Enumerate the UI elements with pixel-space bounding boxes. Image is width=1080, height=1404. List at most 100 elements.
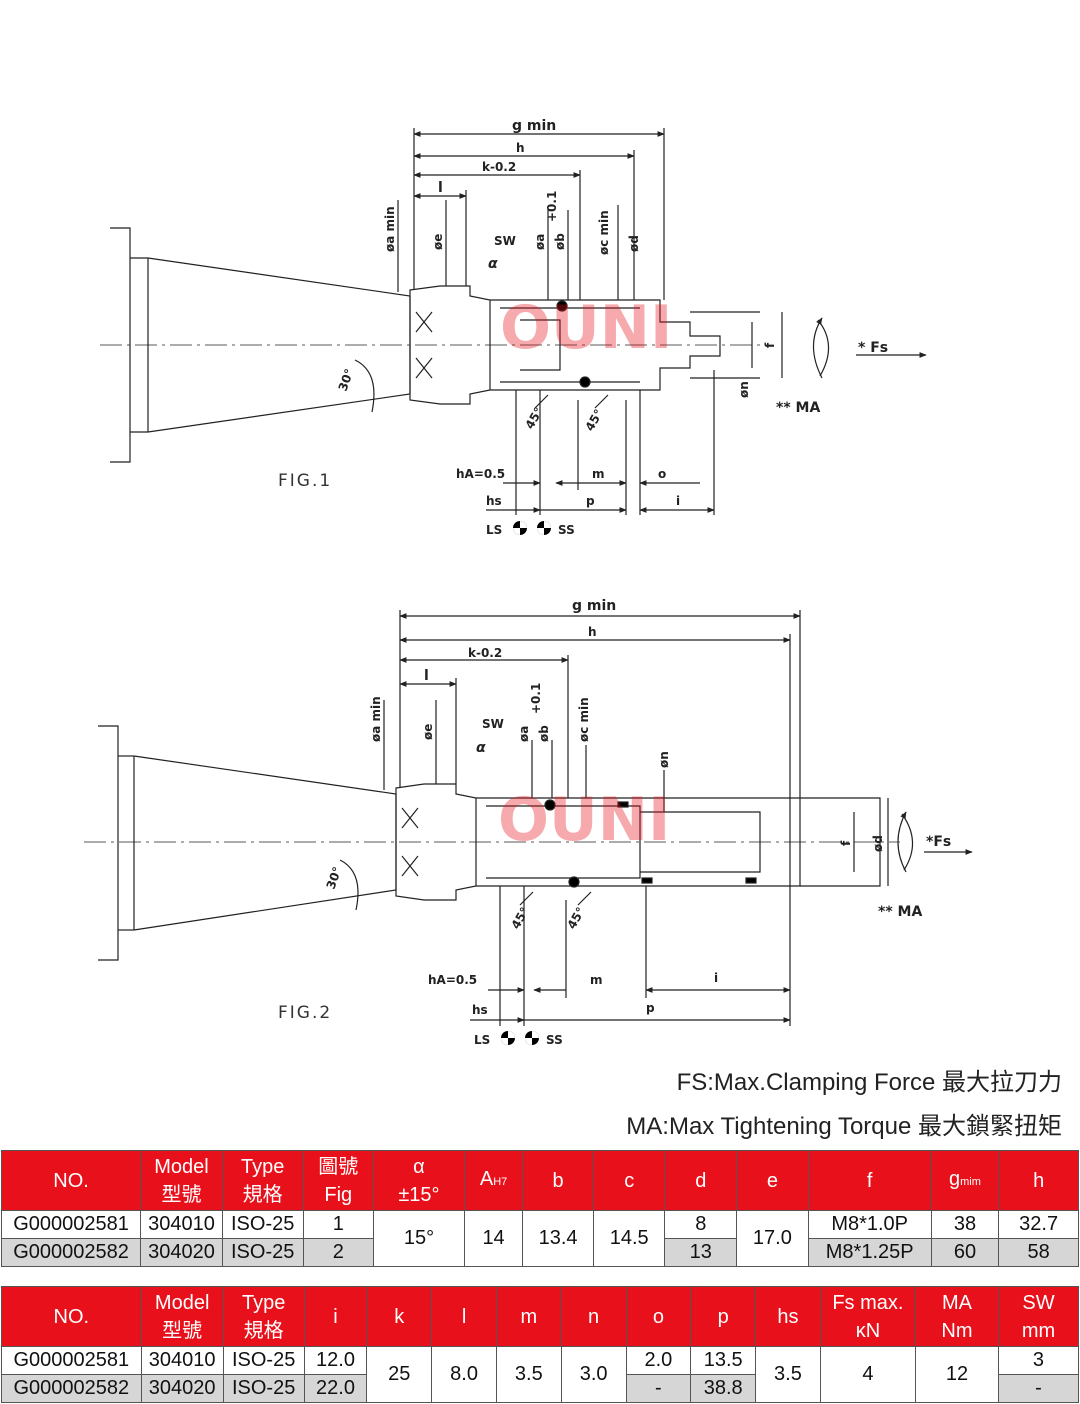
fig2-label-45a: 45° <box>508 905 531 932</box>
fig1-label-f: f <box>763 342 777 348</box>
cell-b: 13.4 <box>522 1210 594 1267</box>
cell-p: 13.5 <box>690 1346 757 1375</box>
fig1-label-h: h <box>516 141 525 155</box>
fig2-watermark: OUNI <box>498 785 670 855</box>
cell-ma: 12 <box>914 1346 999 1403</box>
cell-d: 8 <box>664 1210 738 1239</box>
fig2-label-n: øn <box>657 751 671 768</box>
fig2-label-ma: ** MA <box>878 904 922 920</box>
table-row: G000002582 304020 ISO-25 22.0 - 38.8 - <box>1 1374 1080 1403</box>
th-no: NO. <box>0 1150 142 1211</box>
cell-no: G000002582 <box>1 1374 142 1403</box>
fig1-label-hs: hs <box>486 494 502 508</box>
cell-fig: 2 <box>302 1238 375 1267</box>
cell-o: 2.0 <box>625 1346 692 1375</box>
th-f: f <box>807 1150 932 1211</box>
th-k: k <box>366 1286 433 1347</box>
legend-ma: MA:Max Tightening Torque 最大鎖緊扭矩 <box>626 1113 1062 1140</box>
fig1-label-ls: LS <box>486 523 502 537</box>
fig2-label-45b: 45° <box>564 905 587 932</box>
cell-c: 14.5 <box>592 1210 666 1267</box>
fig2-label-btol: +0.1 <box>529 683 543 714</box>
th-l: l <box>431 1286 497 1347</box>
fig2-label-ha: hA=0.5 <box>428 973 477 987</box>
fig2-label-d: ød <box>871 835 885 852</box>
cell-type: ISO-25 <box>222 1374 305 1403</box>
fig1-watermark: OUNI <box>500 293 672 363</box>
th-hs: hs <box>755 1286 821 1347</box>
fig2-label-ss: SS <box>546 1033 563 1047</box>
cell-e: 17.0 <box>736 1210 809 1267</box>
cell-o: - <box>625 1374 692 1403</box>
fig2-label-i: i <box>714 971 718 985</box>
cell-h: 32.7 <box>998 1210 1079 1239</box>
fig1-label-o: o <box>658 467 666 481</box>
fig1-label-d: ød <box>627 235 641 252</box>
fig1-caption: FIG.1 <box>278 471 332 491</box>
fig1-label-m: m <box>592 467 605 481</box>
cell-l: 8.0 <box>431 1346 497 1403</box>
fig1-ls-marker <box>513 521 551 535</box>
legend-fs: FS:Max.Clamping Force 最大拉刀力 <box>676 1069 1062 1096</box>
technical-drawing: g min h k-0.2 l øa min øe SW α øa øb +0.… <box>84 118 973 1047</box>
fig2-label-hs: hs <box>472 1003 488 1017</box>
cell-hs: 3.5 <box>755 1346 821 1403</box>
th-alpha: α±15° <box>373 1150 465 1211</box>
fig1-label-sw: SW <box>494 234 516 248</box>
fig1-label-a: øa <box>533 234 547 250</box>
th-no: NO. <box>1 1286 142 1347</box>
fig1-drawing <box>100 128 927 515</box>
fig2-drawing <box>84 610 973 1026</box>
cell-type: ISO-25 <box>222 1346 305 1375</box>
cell-model: 304010 <box>140 1210 223 1239</box>
fig2-label-f: f <box>839 840 853 846</box>
cell-k: 25 <box>366 1346 433 1403</box>
fig2-label-e: øe <box>421 724 435 740</box>
cell-a: 14 <box>463 1210 524 1267</box>
th-g: gmim <box>930 1150 1000 1211</box>
fig2-label-m: m <box>590 973 603 987</box>
fig2-label-gmin: g min <box>572 598 616 614</box>
fig1-label-ha: hA=0.5 <box>456 467 505 481</box>
cell-model: 304020 <box>140 1238 223 1267</box>
cell-n: 3.0 <box>560 1346 627 1403</box>
fig2-label-p: p <box>646 1001 655 1015</box>
fig1-label-ss: SS <box>558 523 575 537</box>
cell-no: G000002582 <box>0 1238 142 1267</box>
th-i: i <box>303 1286 368 1347</box>
cell-d: 13 <box>664 1238 738 1267</box>
fig1-label-gmin: g min <box>512 118 556 134</box>
cell-type: ISO-25 <box>221 1238 304 1267</box>
cell-model: 304010 <box>140 1346 224 1375</box>
th-a: AH7 <box>463 1150 524 1211</box>
fig1-label-ma: ** MA <box>776 400 820 416</box>
cell-fig: 1 <box>302 1210 375 1239</box>
cell-sw: - <box>997 1374 1080 1403</box>
fig2-label-cmin: øc min <box>577 697 591 742</box>
fig1-label-n: øn <box>737 381 751 398</box>
th-h: h <box>998 1150 1079 1211</box>
fig2-label-ls: LS <box>474 1033 490 1047</box>
cell-no: G000002581 <box>0 1210 142 1239</box>
fig2-label-b: øb <box>537 725 551 742</box>
fig1-label-k: k-0.2 <box>482 160 516 174</box>
th-m: m <box>495 1286 562 1347</box>
th-d: d <box>664 1150 738 1211</box>
fig2-label-alpha: α <box>476 740 486 756</box>
fig2-ls-marker <box>501 1031 539 1045</box>
fig2-label-a: øa <box>517 726 531 742</box>
cell-i: 12.0 <box>303 1346 368 1375</box>
cell-f: M8*1.25P <box>807 1238 932 1267</box>
cell-type: ISO-25 <box>221 1210 304 1239</box>
cell-f: M8*1.0P <box>807 1210 932 1239</box>
fig2-label-h: h <box>588 625 597 639</box>
